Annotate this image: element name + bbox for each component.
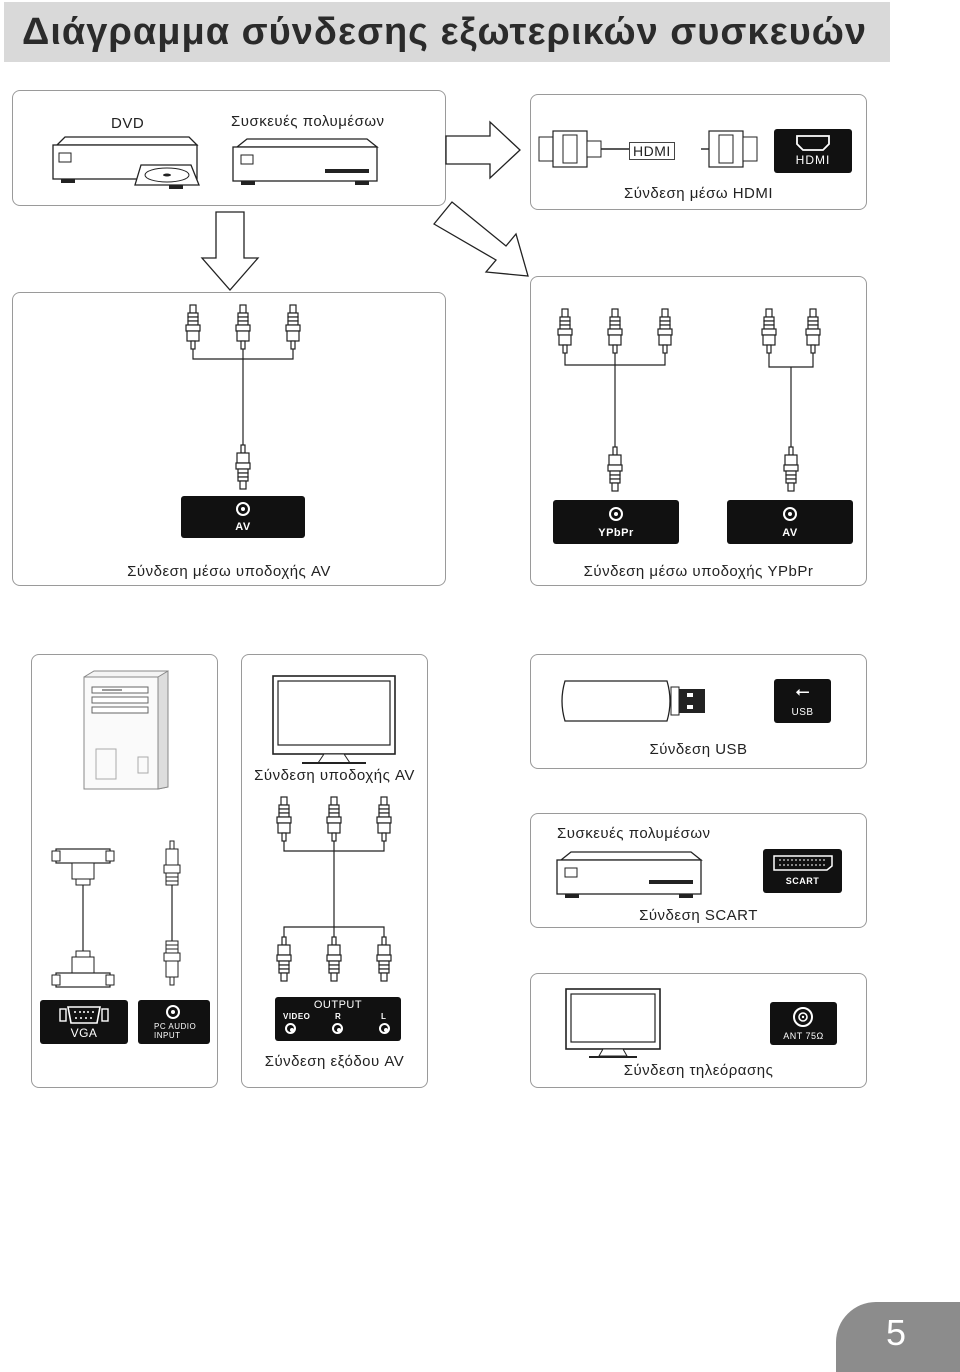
- usb-symbol-icon: ⭠: [795, 681, 810, 701]
- av-rca-cable-icon: [185, 304, 301, 490]
- dvd-label: DVD: [111, 115, 145, 132]
- page-title: Διάγραμμα σύνδεσης εξωτερικών συσκευών: [22, 11, 867, 53]
- ypbpr-av-port: AV: [727, 500, 853, 544]
- av-output-top-caption: Σύνδεση υποδοχής AV: [254, 767, 415, 784]
- av-port: AV: [181, 496, 305, 538]
- video-jack-icon: [285, 1023, 296, 1034]
- hdmi-port: HDMI: [774, 129, 852, 173]
- devices-panel: DVD Συσκευές πολυμέσων: [12, 90, 446, 206]
- arrow-right-icon: [445, 120, 521, 180]
- usb-port: ⭠ USB: [774, 679, 831, 723]
- ypbpr-caption: Σύνδεση μέσω υποδοχής YPbPr: [583, 563, 814, 580]
- title-bar: Διάγραμμα σύνδεσης εξωτερικών συσκευών: [4, 2, 890, 62]
- scart-port-label: SCART: [785, 876, 820, 886]
- audio-cable-icon: [163, 840, 181, 986]
- av-input-panel: AV Σύνδεση μέσω υποδοχής AV: [12, 292, 446, 586]
- ypbpr-cable-icon: [557, 308, 821, 492]
- pc-audio-label-2: INPUT: [154, 1031, 181, 1040]
- video-label: VIDEO: [283, 1012, 311, 1021]
- ypbpr-av-jack-icon: [783, 507, 797, 521]
- multimedia-devices-label: Συσκευές πολυμέσων: [231, 113, 385, 130]
- scart-panel: Συσκευές πολυμέσων SCART Σύνδεση SCART: [530, 813, 867, 928]
- tv-monitor-icon: [272, 675, 396, 764]
- dvd-player-icon: [52, 136, 200, 189]
- output-label: OUTPUT: [313, 999, 363, 1011]
- pc-audio-port: PC AUDIO INPUT: [138, 1000, 210, 1044]
- tv-antenna-caption: Σύνδεση τηλεόρασης: [623, 1062, 774, 1079]
- pc-audio-label-1: PC AUDIO: [154, 1022, 197, 1031]
- page-number-tab: 5: [836, 1302, 960, 1372]
- usb-caption: Σύνδεση USB: [649, 741, 748, 758]
- ypbpr-jack-icon: [609, 507, 623, 521]
- tv-antenna-panel: ANT 75Ω Σύνδεση τηλεόρασης: [530, 973, 867, 1088]
- antenna-port: ANT 75Ω: [770, 1002, 837, 1045]
- r-label: R: [335, 1012, 342, 1021]
- ypbpr-av-port-label: AV: [782, 527, 798, 539]
- tv-icon: [565, 988, 661, 1058]
- scart-device-label: Συσκευές πολυμέσων: [557, 825, 711, 842]
- set-top-box-icon: [232, 138, 379, 185]
- scart-port-icon: [773, 855, 833, 871]
- hdmi-port-label: HDMI: [795, 153, 831, 167]
- vga-cable-icon: [51, 848, 115, 988]
- ypbpr-port: YPbPr: [553, 500, 679, 544]
- hdmi-panel: HDMI HDMI Σύνδεση μέσω HDMI: [530, 94, 867, 210]
- av-output-cable-icon: [276, 796, 392, 982]
- hdmi-port-icon: [796, 135, 830, 151]
- av-port-label: AV: [235, 521, 251, 533]
- scart-device-icon: [556, 851, 703, 898]
- hdmi-caption: Σύνδεση μέσω HDMI: [623, 185, 774, 202]
- av-jack-icon: [236, 502, 250, 516]
- l-label: L: [381, 1012, 387, 1021]
- page-number: 5: [886, 1312, 907, 1353]
- pc-audio-jack-icon: [166, 1005, 180, 1019]
- usb-port-label: USB: [791, 707, 814, 718]
- pc-tower-icon: [83, 670, 169, 790]
- av-output-caption: Σύνδεση εξόδου AV: [264, 1053, 405, 1070]
- l-jack-icon: [379, 1023, 390, 1034]
- antenna-port-label: ANT 75Ω: [783, 1031, 824, 1041]
- pc-panel: VGA PC AUDIO INPUT: [31, 654, 218, 1088]
- hdmi-cable-label: HDMI: [629, 142, 675, 160]
- av-output-panel: Σύνδεση υποδοχής AV OUTPUT VIDEO R L Σύν…: [241, 654, 428, 1088]
- vga-port: VGA: [40, 1000, 128, 1044]
- vga-port-icon: [59, 1006, 109, 1024]
- ypbpr-port-label: YPbPr: [598, 527, 634, 539]
- ypbpr-panel: YPbPr AV Σύνδεση μέσω υποδοχής YPbPr: [530, 276, 867, 586]
- scart-port: SCART: [763, 849, 842, 893]
- hdmi-cable-icon: [538, 130, 758, 168]
- av-caption: Σύνδεση μέσω υποδοχής AV: [127, 563, 331, 580]
- coax-jack-icon: [793, 1007, 813, 1027]
- vga-port-label: VGA: [70, 1026, 98, 1040]
- arrow-down-icon: [200, 211, 260, 291]
- arrow-diagonal-icon: [433, 201, 529, 277]
- usb-stick-icon: [561, 680, 705, 722]
- usb-panel: ⭠ USB Σύνδεση USB: [530, 654, 867, 769]
- scart-caption: Σύνδεση SCART: [639, 907, 758, 924]
- av-output-port: OUTPUT VIDEO R L: [275, 997, 401, 1041]
- r-jack-icon: [332, 1023, 343, 1034]
